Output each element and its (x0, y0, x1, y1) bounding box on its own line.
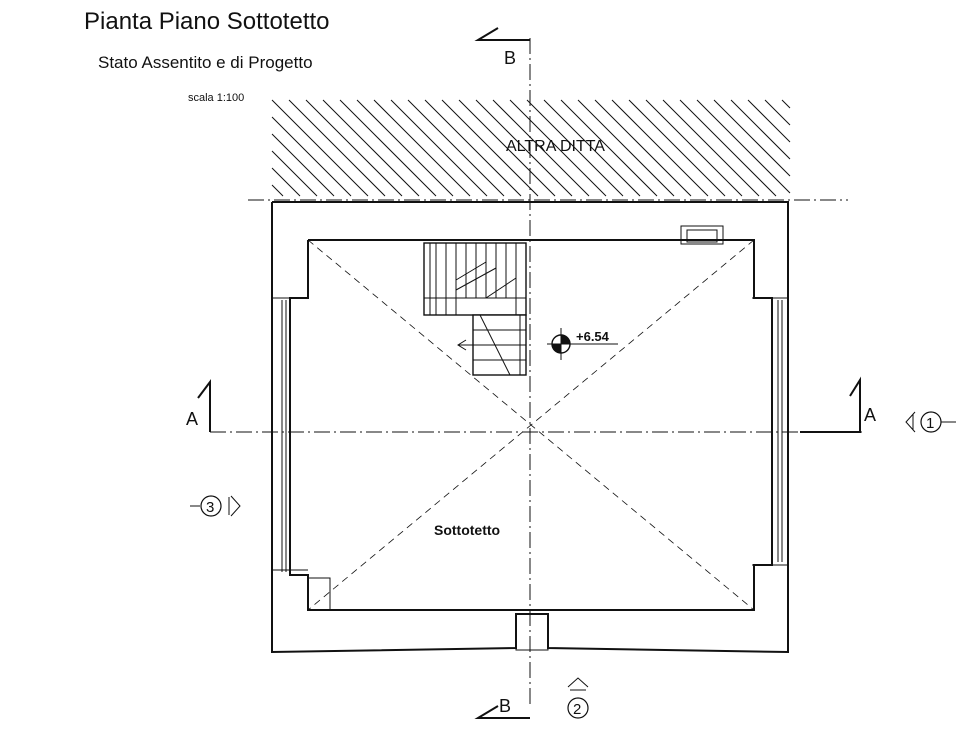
section-a-right-label: A (864, 405, 876, 425)
hatch-line (458, 99, 556, 197)
hatch-line (373, 99, 471, 197)
elevation-ref-1: 1 (905, 411, 956, 433)
section-b-bottom-arrow (474, 705, 530, 719)
hatch-line (594, 99, 692, 197)
hatch-line (339, 99, 437, 197)
hatch-line (645, 99, 743, 197)
hatch-line (526, 99, 624, 197)
corner-shaft (307, 577, 331, 611)
bottom-opening (515, 613, 549, 651)
hatch-line (322, 99, 420, 197)
section-b-top-label: B (504, 48, 516, 68)
section-a-right-arrow (800, 376, 861, 433)
hatch-line (611, 99, 709, 197)
scale-label: scala 1:100 (188, 92, 245, 104)
hatch-line (713, 99, 791, 177)
hatch-line (441, 99, 539, 197)
hatch-line (356, 99, 454, 197)
hatch-line (271, 99, 369, 197)
section-b-bottom-label: B (499, 696, 511, 716)
neighbor-label: ALTRA DITTA (506, 138, 605, 155)
elevation-ref-2: 2 (567, 677, 589, 719)
hatch-line (492, 99, 590, 197)
hatch-line (424, 99, 522, 197)
page-title: Pianta Piano Sottotetto (84, 8, 330, 35)
room-label: Sottotetto (434, 522, 500, 538)
hatch-line (577, 99, 675, 197)
section-a-left-label: A (186, 409, 198, 429)
hatch-line (271, 116, 352, 197)
hatch-line (271, 133, 335, 197)
roof-diagonal (307, 239, 755, 611)
hatch-line (271, 150, 318, 197)
svg-text:2: 2 (573, 701, 581, 718)
hatch-line (560, 99, 658, 197)
hatch-line (696, 99, 791, 194)
hatch-line (271, 184, 284, 197)
svg-text:1: 1 (926, 415, 934, 432)
page-subtitle: Stato Assentito e di Progetto (98, 53, 313, 72)
hatch-line (509, 99, 607, 197)
hatch-line (390, 99, 488, 197)
hatch-line (747, 99, 791, 143)
section-b-top-arrow (474, 27, 530, 41)
elevation-ref-3: 3 (190, 495, 241, 517)
hatch-line (679, 99, 777, 197)
hatch-line (730, 99, 791, 160)
svg-text:3: 3 (206, 499, 214, 516)
hatch-line (764, 99, 791, 126)
hatch-line (543, 99, 641, 197)
hatch-line (628, 99, 726, 197)
section-a-left-arrow (197, 379, 211, 432)
hatch-line (475, 99, 573, 197)
elevation-marker: +6.54 (547, 328, 618, 360)
staircase (423, 242, 527, 376)
chimney (680, 225, 724, 245)
hatch-line (781, 99, 791, 109)
hatch-line (407, 99, 505, 197)
hatch-line (662, 99, 760, 197)
hatch-line (288, 99, 386, 197)
chimney-inner (686, 229, 718, 243)
hatch-line (271, 167, 301, 197)
hatch-line (305, 99, 403, 197)
neighbor-hatch (271, 99, 791, 197)
elevation-value: +6.54 (576, 329, 610, 344)
